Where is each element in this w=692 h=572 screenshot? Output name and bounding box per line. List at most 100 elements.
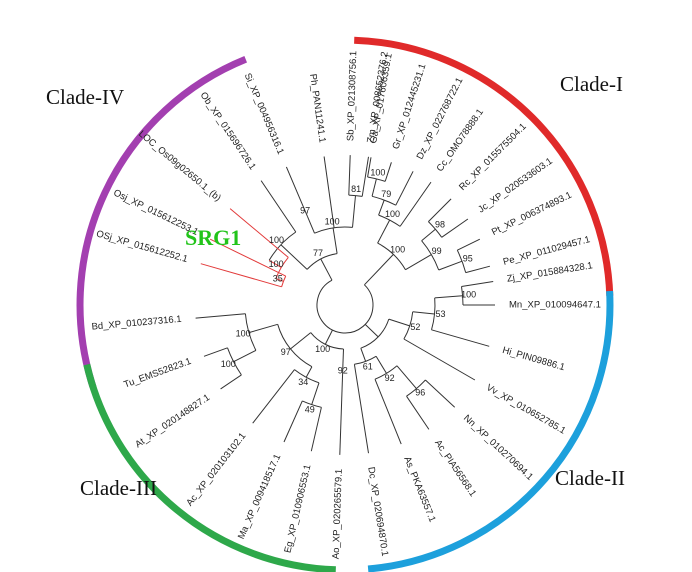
- leaf-label-10: At_XP_020148827.1: [133, 392, 212, 450]
- leaf-label-21: Mn_XP_010094647.1: [509, 300, 601, 311]
- branch-arc-75: [403, 311, 414, 340]
- branch-64: [353, 364, 369, 454]
- branch-72: [406, 395, 430, 430]
- branch-5: [332, 227, 338, 254]
- branch-110: [395, 171, 414, 206]
- branch-69: [396, 365, 417, 389]
- clade-iii-arc: [83, 363, 336, 572]
- branch-114: [384, 162, 392, 182]
- branch-101: [441, 218, 469, 238]
- branch-arc-91: [421, 240, 440, 271]
- branch-arc-32: [310, 332, 344, 350]
- branch-73: [425, 379, 456, 408]
- branch-115: [367, 157, 372, 178]
- branch-97: [457, 238, 481, 251]
- bootstrap-label-4: 77: [313, 248, 323, 258]
- branch-50: [311, 382, 320, 405]
- branch-53: [283, 400, 303, 443]
- branch-106: [399, 181, 432, 227]
- clade-iv-arc: [76, 56, 248, 388]
- branch-74: [388, 318, 410, 327]
- branch-87: [364, 254, 394, 286]
- bootstrap-label-63: 61: [363, 361, 373, 371]
- bootstrap-label-76: 52: [410, 322, 420, 332]
- branch-102: [428, 198, 452, 222]
- branch-14: [307, 216, 315, 234]
- branch-37: [248, 323, 278, 334]
- branch-arc-9: [348, 194, 363, 197]
- clade-i-label: Clade-I: [560, 72, 623, 96]
- branch-58: [339, 364, 344, 455]
- branch-96: [465, 265, 491, 274]
- leaf-label-14: Ao_XP_020265579.1: [331, 469, 345, 560]
- branch-81: [431, 329, 490, 347]
- bootstrap-label-57: 92: [338, 365, 348, 375]
- clade-ii-arc: [367, 290, 614, 572]
- bootstrap-label-43: 100: [221, 359, 236, 369]
- leaf-label-17: Ac_PIA56568.1: [432, 438, 478, 499]
- branch-26: [275, 278, 284, 282]
- branch-21: [260, 180, 297, 233]
- bootstrap-label-28: 35: [273, 274, 283, 284]
- bootstrap-label-52: 49: [305, 405, 315, 415]
- branch-82: [434, 295, 463, 299]
- bootstrap-label-105: 100: [385, 209, 400, 219]
- clade-i-arc: [354, 36, 614, 296]
- bootstrap-label-39: 100: [236, 329, 251, 339]
- branch-61: [360, 348, 367, 362]
- bootstrap-label-113: 100: [370, 167, 385, 177]
- branch-34: [290, 332, 312, 350]
- leaf-label-5: LOC_Os09g02650.1_(b): [136, 129, 223, 204]
- bootstrap-label-80: 53: [435, 309, 445, 319]
- leaf-label-19: Vv_XP_010652785.1: [484, 382, 567, 436]
- bootstrap-label-67: 92: [385, 373, 395, 383]
- clade-arcs: [76, 36, 614, 572]
- branch-29: [209, 238, 286, 277]
- branch-77: [403, 338, 476, 381]
- branch-59: [364, 324, 379, 338]
- branch-44: [203, 347, 228, 357]
- bootstrap-label-20: 100: [269, 235, 284, 245]
- leaf-label-9: Tu_EMS52823.1: [122, 356, 192, 391]
- leaf-labels: Zm_XP_008652376.2Sb_XP_021308756.1Ph_PAN…: [91, 51, 601, 560]
- srg1-highlight-label: SRG1: [185, 225, 241, 250]
- bootstrap-label-100: 98: [435, 220, 445, 230]
- clade-iii-label: Clade-III: [80, 476, 157, 500]
- branch-arc-3: [306, 253, 338, 270]
- bootstrap-label-48: 34: [298, 377, 308, 387]
- bootstrap-label-89: 100: [390, 244, 405, 254]
- bootstrap-label-7: 100: [325, 216, 340, 226]
- branch-2: [320, 258, 333, 281]
- bootstrap-label-84: 100: [461, 290, 476, 300]
- branch-93: [438, 260, 463, 271]
- tree-branches: [195, 155, 495, 455]
- branch-111: [371, 178, 377, 197]
- branch-98: [421, 228, 436, 242]
- branch-arc-35: [277, 324, 313, 368]
- branch-arc-60: [360, 318, 390, 349]
- leaf-label-11: Ac_XP_020103102.1: [184, 431, 248, 509]
- leaf-label-12: Ma_XP_009418517.1: [236, 453, 283, 541]
- branch-41: [233, 349, 257, 363]
- bootstrap-label-71: 96: [415, 388, 425, 398]
- bootstrap-label-16: 97: [300, 205, 310, 215]
- branch-78: [412, 311, 435, 315]
- branch-45: [220, 374, 242, 390]
- leaf-label-20: Hi_PIN09886.1: [501, 345, 566, 373]
- leaf-label-8: Bd_XP_010237316.1: [91, 314, 182, 333]
- leaf-label-29: Gr_XP_012445231.1: [390, 62, 428, 150]
- leaf-label-2: Ph_PAN11241.1: [307, 73, 328, 143]
- bootstrap-label-33: 100: [315, 344, 330, 354]
- branch-18: [280, 244, 308, 270]
- branch-11: [361, 156, 369, 197]
- branch-12: [348, 155, 351, 196]
- leaf-label-4: Ob_XP_015696726.1: [198, 90, 258, 172]
- branch-40: [195, 313, 246, 319]
- branch-arc-19: [268, 231, 297, 261]
- bootstrap-label-24: 100: [269, 259, 284, 269]
- branch-13: [323, 156, 335, 228]
- branch-49: [252, 369, 295, 424]
- branch-65: [375, 356, 387, 374]
